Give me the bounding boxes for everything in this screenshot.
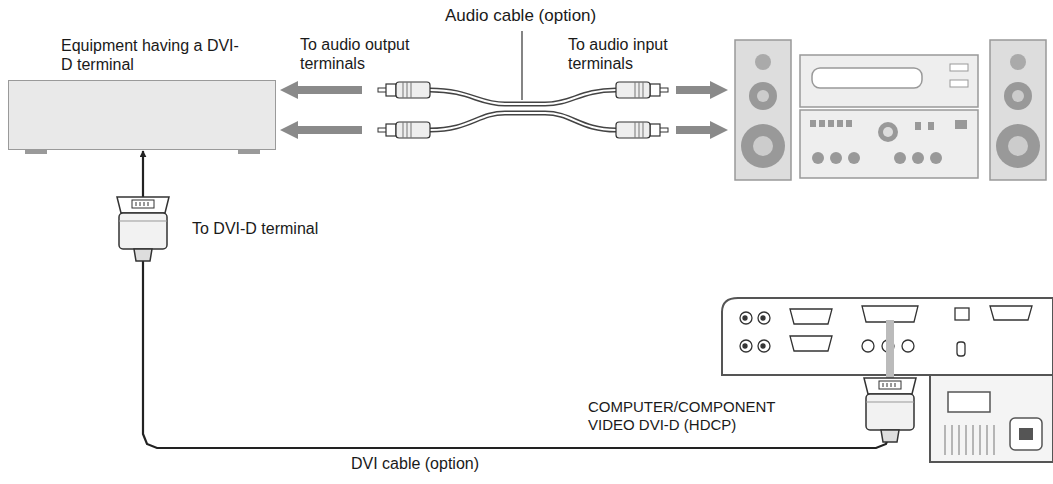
projector-rear — [722, 298, 1053, 462]
projector-port — [790, 309, 832, 324]
projector-rear — [930, 375, 1053, 462]
callout-label: To audio output terminals — [300, 36, 430, 74]
audio-cable — [430, 113, 616, 130]
speaker — [735, 40, 791, 180]
projector-ribs — [945, 425, 994, 455]
amplifier — [812, 68, 922, 88]
node-heading: COMPUTER/COMPONENT VIDEO DVI-D (HDCP) — [588, 398, 803, 433]
amplifier — [878, 122, 898, 142]
rca-plug — [378, 122, 430, 138]
amplifier — [883, 127, 893, 137]
callout-label: Audio cable (option) — [445, 6, 596, 26]
projector-port — [758, 312, 770, 324]
projector-port — [990, 306, 1032, 320]
projector-rear — [948, 392, 990, 412]
amplifier — [837, 120, 843, 127]
projector-port — [743, 344, 747, 348]
projector-port — [761, 316, 765, 320]
projector-panel: COMPUTER/COMPONENT VIDEO DVI-D (HDCP) — [722, 297, 1053, 375]
rca-plug — [378, 82, 430, 98]
projector-port — [790, 336, 832, 351]
audio-cable — [430, 90, 616, 104]
amplifier — [928, 122, 934, 130]
callout-label: To audio input terminals — [568, 36, 688, 74]
speaker — [990, 40, 1046, 180]
dvi-plug — [864, 378, 916, 442]
projector-port — [740, 340, 752, 352]
amplifier — [812, 152, 824, 164]
projector-port — [902, 340, 914, 352]
leader-line — [521, 31, 522, 100]
projector-rear — [1019, 428, 1033, 440]
amplifier — [950, 80, 968, 87]
equipment-box: Equipment having a DVI-D terminal — [8, 80, 276, 150]
amplifier — [915, 122, 921, 130]
amplifier — [912, 152, 924, 164]
projector-port — [862, 340, 874, 352]
amplifier — [810, 120, 816, 127]
projector-port — [957, 342, 965, 356]
callout-label: To DVI-D terminal — [192, 220, 318, 239]
audio-arrow — [280, 81, 362, 99]
insertion-guide — [886, 320, 894, 380]
projector-port — [955, 308, 969, 320]
equipment-feet — [238, 150, 260, 154]
projector-rear — [1010, 418, 1042, 450]
amplifier — [846, 120, 852, 127]
projector-port — [758, 340, 770, 352]
projector-port — [740, 312, 752, 324]
audio-arrow — [676, 81, 728, 99]
projector-port — [761, 344, 765, 348]
amplifier — [955, 120, 967, 129]
amplifier — [800, 55, 978, 178]
amplifier — [800, 55, 978, 107]
edge-label: DVI cable (option) — [348, 455, 482, 473]
projector-ribs — [945, 425, 994, 455]
audio-arrow — [280, 81, 728, 139]
amplifier — [828, 120, 834, 127]
amplifier — [800, 110, 978, 178]
projector-port — [743, 316, 747, 320]
amplifier — [830, 152, 842, 164]
amplifier — [894, 152, 906, 164]
amplifier — [819, 120, 825, 127]
amplifier — [950, 64, 968, 71]
amplifier — [930, 152, 942, 164]
projector-port — [862, 306, 918, 322]
dvi-plug — [117, 197, 169, 261]
audio-cable — [430, 113, 616, 130]
rca-plug — [616, 82, 668, 98]
audio-cable — [430, 90, 616, 130]
node-heading: Equipment having a DVI-D terminal — [61, 37, 241, 75]
rca-plug — [616, 122, 668, 138]
equipment-feet — [25, 150, 47, 154]
audio-cable — [430, 90, 616, 104]
audio-arrow — [676, 121, 728, 139]
amplifier — [848, 152, 860, 164]
audio-arrow — [280, 121, 362, 139]
